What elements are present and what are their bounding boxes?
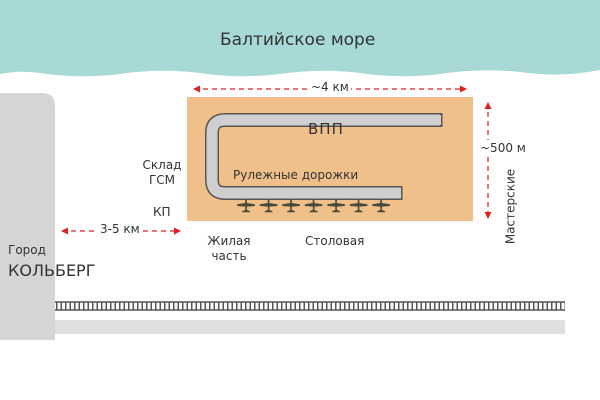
- aircraft-icon: [327, 199, 345, 213]
- runway-label: ВПП: [308, 120, 344, 138]
- workshops-label: Мастерские: [503, 168, 518, 245]
- railway: [55, 301, 565, 311]
- residential-label-line1: Жилая: [207, 234, 251, 248]
- baltic-sea: [0, 0, 600, 77]
- city-kolberg-area: [0, 93, 55, 340]
- airfield-width-label: ~4 км: [309, 80, 351, 95]
- aircraft-icon: [372, 199, 390, 213]
- aircraft-icon: [349, 199, 368, 213]
- taxiway-end: [401, 186, 403, 200]
- runway-taxiway-fill: [206, 114, 440, 199]
- aircraft-icon: [259, 199, 278, 213]
- fuel-depot-label-line1: Склад: [142, 158, 182, 172]
- aircraft-icon: [237, 199, 255, 213]
- canteen-label: Столовая: [305, 234, 365, 248]
- aircraft-row: [237, 199, 390, 213]
- command-post-label: КП: [153, 205, 171, 219]
- runway: [220, 115, 441, 125]
- aircraft-icon: [304, 199, 323, 213]
- fuel-depot-label: Склад ГСМ: [140, 158, 184, 188]
- city-name-label: КОЛЬБЕРГ: [8, 261, 96, 280]
- city-prefix-label: Город: [8, 243, 46, 257]
- distance-label: 3-5 км: [98, 222, 142, 237]
- runway-end: [441, 113, 443, 127]
- aircraft-icon: [282, 199, 300, 213]
- road: [55, 320, 565, 334]
- fuel-depot-label-line2: ГСМ: [148, 173, 176, 187]
- residential-label-line2: часть: [211, 249, 247, 263]
- taxiway-label: Рулежные дорожки: [233, 168, 359, 182]
- airfield-height-label: ~500 м: [480, 140, 526, 157]
- residential-label: Жилая часть: [203, 234, 255, 264]
- sea-label: Балтийское море: [220, 30, 376, 50]
